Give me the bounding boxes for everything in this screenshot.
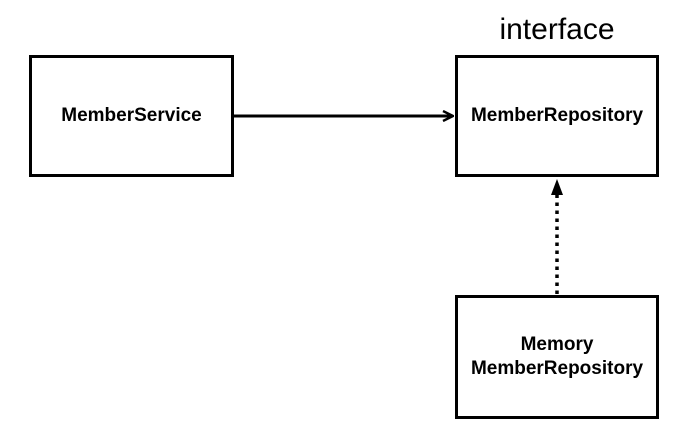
- memory-member-repository-box: Memory MemberRepository: [455, 295, 659, 419]
- member-service-box: MemberService: [29, 55, 234, 177]
- member-service-label: MemberService: [61, 105, 202, 126]
- member-repository-label: MemberRepository: [470, 105, 644, 126]
- interface-stereotype-label: interface: [499, 13, 615, 46]
- realization-arrowhead: [551, 179, 563, 195]
- memory-label-line1: Memory: [520, 334, 594, 355]
- member-repository-box: MemberRepository: [455, 55, 659, 177]
- memory-label-line2: MemberRepository: [470, 358, 644, 379]
